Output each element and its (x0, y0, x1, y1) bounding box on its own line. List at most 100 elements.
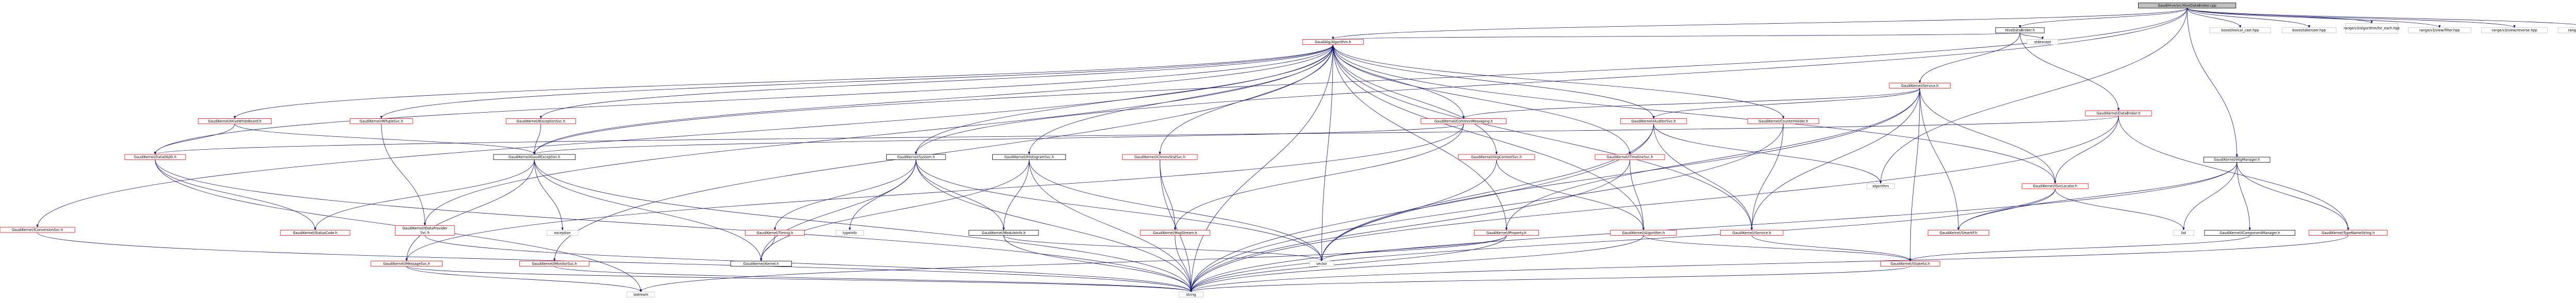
node-string_std[interactable]: string (1178, 292, 1204, 298)
node-algorithm_h[interactable]: GaudiAlg/Algorithm.h (1302, 39, 1364, 45)
node-gaudiexception[interactable]: GaudiKernel/GaudiException.h (493, 154, 576, 160)
node-icomponentmgr[interactable]: GaudiKernel/IComponentManager.h (2204, 230, 2296, 236)
node-algorithm_std[interactable]: algorithm (1866, 183, 1895, 189)
node-databroker[interactable]: GaudiKernel/DataBroker.h (2085, 110, 2152, 116)
node-lexical_cast[interactable]: boost/lexical_cast.hpp (2209, 27, 2271, 33)
node-box (835, 230, 864, 236)
node-exception[interactable]: exception (546, 230, 579, 236)
node-imonitorsvc[interactable]: GaudiKernel/IMonitorSvc.h (519, 261, 590, 267)
node-iconversionsvc[interactable]: GaudiKernel/IConversionSvc.h (0, 227, 75, 233)
edge-idataprovidersvc-to-string_std (425, 235, 1192, 293)
edge-algorithm_h-to-itimelinesvc (1332, 44, 1631, 155)
node-box (2408, 27, 2471, 33)
node-imessagesvc[interactable]: GaudiKernel/IMessageSvc.h (370, 261, 443, 267)
edge-algorithm_h-to-imonitorsvc (553, 44, 1333, 262)
node-rg_for_each[interactable]: range/v3/algorithm/for_each.hpp (2344, 23, 2400, 33)
node-moduleinfo[interactable]: GaudiKernel/ModuleInfo.h (969, 230, 1039, 236)
node-ialgorithm[interactable]: GaudiKernel/IAlgorithm.h (1610, 230, 1677, 236)
node-ihivewb[interactable]: GaudiKernel/IHiveWhiteBoard.h (198, 118, 272, 124)
node-label: GaudiKernel/IHistogramSvc.h (1004, 155, 1054, 159)
node-list_std[interactable]: list (2173, 230, 2195, 236)
node-box (1880, 261, 1940, 267)
node-iproperty[interactable]: GaudiKernel/IProperty.h (1474, 230, 1539, 236)
node-iauditorsvc[interactable]: GaudiKernel/IAuditorSvc.h (1620, 118, 1687, 124)
edge-service_h-to-istateful (1909, 88, 1920, 262)
node-box (2209, 27, 2271, 33)
node-kernel_h[interactable]: GaudiKernel/Kernel.h (730, 261, 792, 267)
edge-databroker-to-string_std (1190, 116, 2119, 293)
node-timing[interactable]: GaudiKernel/Timing.h (745, 230, 805, 236)
node-ichronostatsvc[interactable]: GaudiKernel/IChronoStatSvc.h (1122, 154, 1198, 160)
node-typenamestring[interactable]: GaudiKernel/TypeNameString.h (2309, 230, 2388, 236)
node-box (2282, 27, 2336, 33)
node-msgstream[interactable]: GaudiKernel/MsgStream.h (1140, 230, 1210, 236)
node-box (2204, 156, 2270, 163)
node-box (2085, 110, 2152, 116)
node-counterholder[interactable]: GaudiKernel/CounterHolder.h (1747, 118, 1820, 124)
node-commonmsg[interactable]: GaudiKernel/CommonMessaging.h (1420, 118, 1507, 124)
node-iservice[interactable]: GaudiKernel/IService.h (1720, 230, 1784, 236)
node-ihistogramsvc[interactable]: GaudiKernel/IHistogramSvc.h (992, 154, 1066, 160)
node-label: range/v3/view/reverse.hpp (2492, 28, 2537, 32)
node-label: GaudiKernel/Kernel.h (743, 262, 779, 266)
node-box (2557, 27, 2576, 33)
edge-icomponentmgr-to-istateful (1909, 235, 2250, 262)
node-rg_transform[interactable]: range/v3/view/transform.hpp (2557, 27, 2576, 33)
edge-ichronostatsvc-to-string_std (1159, 159, 1193, 293)
node-ialgcontextsvc[interactable]: GaudiKernel/IAlgContextSvc.h (1458, 154, 1535, 160)
edge-commonmsg-to-msgstream (1174, 123, 1464, 230)
edge-algorithm_h-to-vector_std (1320, 44, 1333, 262)
node-istateful[interactable]: GaudiKernel/IStateful.h (1880, 261, 1940, 267)
node-istatuscode[interactable]: GaudiKernel/StatusCode.h (280, 230, 350, 236)
edge-service_h-to-iservice (1750, 88, 1920, 230)
node-label: GaudiKernel/DataBroker.h (2096, 112, 2140, 116)
node-label: GaudiHive/src/HiveDataBroker.cpp (2158, 4, 2216, 8)
edge-gaudiexception-to-istatuscode (314, 159, 535, 230)
node-label: GaudiKernel/IExceptionSvc.h (516, 119, 565, 123)
node-label: GaudiKernel/StatusCode.h (293, 231, 337, 235)
node-box (1595, 154, 1665, 160)
node-intuplesvc[interactable]: GaudiKernel/INTupleSvc.h (349, 118, 413, 124)
node-service_h[interactable]: GaudiKernel/Service.h (1889, 83, 1951, 89)
node-box (1620, 118, 1687, 124)
node-box (1889, 83, 1951, 89)
node-box (349, 118, 413, 124)
node-itimelinesvc[interactable]: GaudiKernel/ITimelineSvc.h (1595, 154, 1665, 160)
node-iexceptionsvc[interactable]: GaudiKernel/IExceptionSvc.h (505, 118, 576, 124)
node-label: GaudiKernel/ITimelineSvc.h (1606, 155, 1653, 159)
node-vector_std[interactable]: vector (1309, 261, 1334, 267)
node-ialgmanager[interactable]: GaudiKernel/IAlgManager.h (2204, 156, 2270, 163)
node-hdb_h[interactable]: HiveDataBroker.h (1995, 27, 2045, 33)
edge-root-to-algorithm_h (1332, 8, 2188, 40)
node-label: GaudiKernel/IStateful.h (1891, 262, 1930, 266)
node-dataobjid[interactable]: GaudiKernel/DataObjID.h (124, 154, 186, 160)
node-label: GaudiKernel/IMessageSvc.h (383, 262, 430, 266)
edge-algorithm_h-to-idataprovidersvc (423, 44, 1333, 226)
node-tokenizer[interactable]: boost/tokenizer.hpp (2282, 27, 2336, 33)
node-box (1122, 154, 1198, 160)
node-label: range/v3/view/transform.hpp (2568, 28, 2576, 32)
node-box (1420, 118, 1507, 124)
node-label: algorithm (1872, 184, 1889, 188)
edge-imessagesvc-to-iostream_std (406, 266, 642, 293)
edge-gaudiexception-to-imessagesvc (405, 159, 535, 262)
node-box (626, 292, 655, 298)
node-box (370, 261, 443, 267)
node-smartif[interactable]: GaudiKernel/SmartIF.h (1927, 230, 1989, 236)
edge-iconversionsvc-to-string_std (37, 232, 1192, 293)
edge-msgstream-to-string_std (1175, 235, 1193, 293)
node-system_h[interactable]: GaudiKernel/System.h (886, 154, 946, 160)
edge-ialgmanager-to-smartif (1957, 162, 2238, 230)
node-typeinfo[interactable]: typeinfo (835, 230, 864, 236)
edge-root-to-hdb_h (2019, 8, 2188, 28)
node-rg_reverse[interactable]: range/v3/view/reverse.hpp (2481, 27, 2548, 33)
node-stdexcept[interactable]: stdexcept (2026, 39, 2059, 45)
node-isvclocator[interactable]: GaudiKernel/ISvcLocator.h (2022, 183, 2089, 189)
edge-system_h-to-moduleinfo (916, 159, 1005, 230)
node-box (505, 118, 576, 124)
node-label: GaudiKernel/IHiveWhiteBoard.h (208, 119, 262, 123)
node-box (2022, 183, 2089, 189)
node-iostream_std[interactable]: iostream (626, 292, 655, 298)
node-rg_filter[interactable]: range/v3/view/filter.hpp (2408, 27, 2471, 33)
